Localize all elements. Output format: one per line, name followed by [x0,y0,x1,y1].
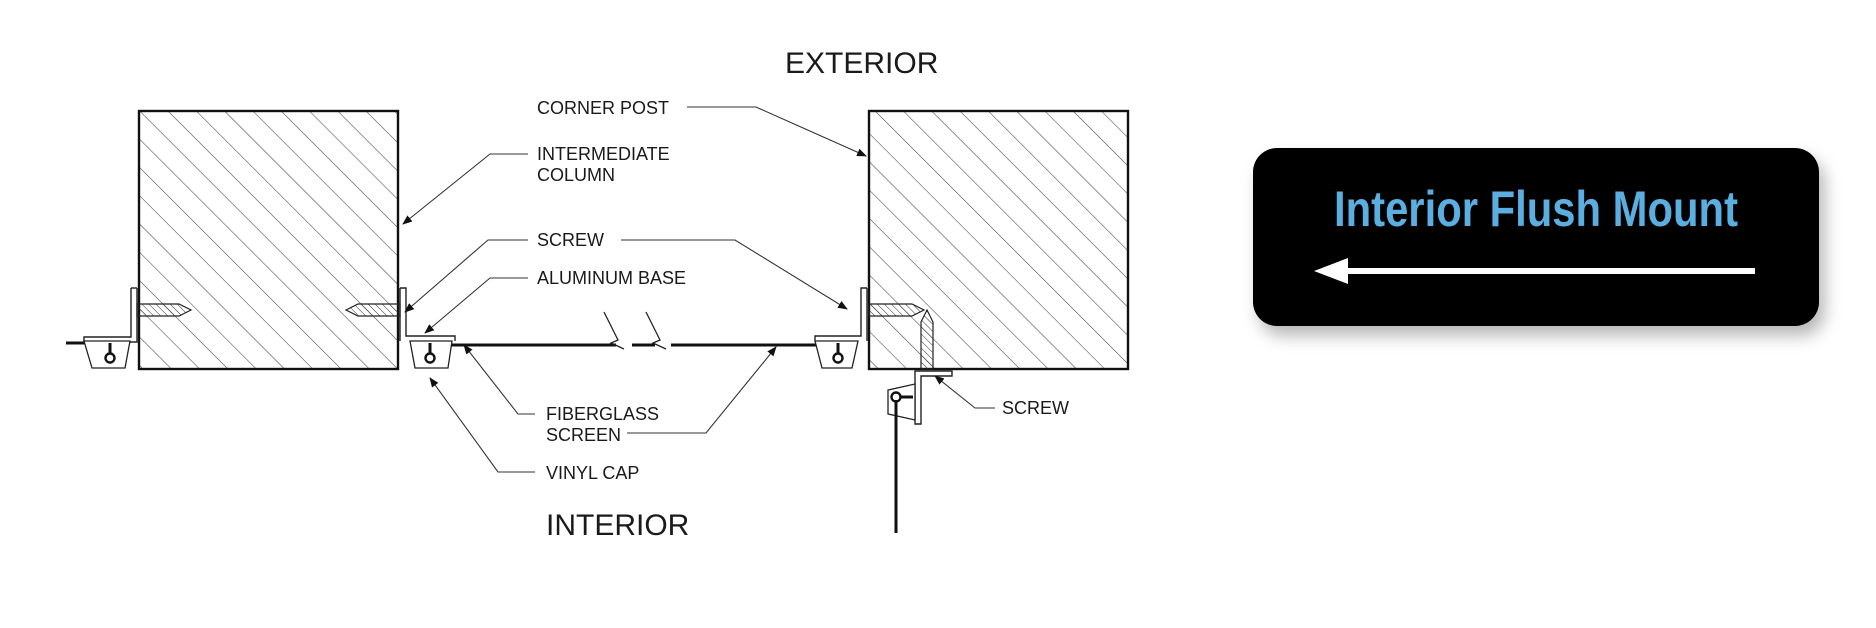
break-marks [603,311,667,350]
arrow-left-icon [1314,258,1755,284]
aluminum-base-corner-bottom [914,370,953,425]
vinyl-cap-left [83,340,131,369]
fiberglass-screen-label-line1: FIBERGLASS [546,404,659,424]
screw-left-outer [136,303,193,317]
screw-label-top: SCREW [537,230,604,250]
aluminum-base-right [814,287,868,341]
screw-center-left [344,303,401,317]
screw-corner-bottom [920,308,934,370]
corner-post-label: CORNER POST [537,98,669,118]
screw-corner-side [868,303,926,317]
interior-label: INTERIOR [546,509,689,542]
exterior-label: EXTERIOR [785,47,938,80]
aluminum-base-left [83,287,138,343]
aluminum-base-label: ALUMINUM BASE [537,268,686,288]
vinyl-cap-center-left [409,340,453,369]
intermediate-column-label-line2: COLUMN [537,165,615,185]
badge-title: Interior Flush Mount [1334,181,1738,237]
leader-lines [402,106,995,473]
vinyl-cap-label: VINYL CAP [546,463,639,483]
screw-label-right: SCREW [1002,398,1069,418]
intermediate-column-label-line1: INTERMEDIATE [537,144,670,164]
vinyl-cap-right [814,340,859,369]
fiberglass-screen-label-line2: SCREEN [546,425,621,445]
vinyl-cap-corner-bottom [887,383,916,421]
mount-type-badge: Interior Flush Mount [1253,148,1819,326]
corner-post-block [867,109,1130,371]
intermediate-column-block [137,109,400,371]
